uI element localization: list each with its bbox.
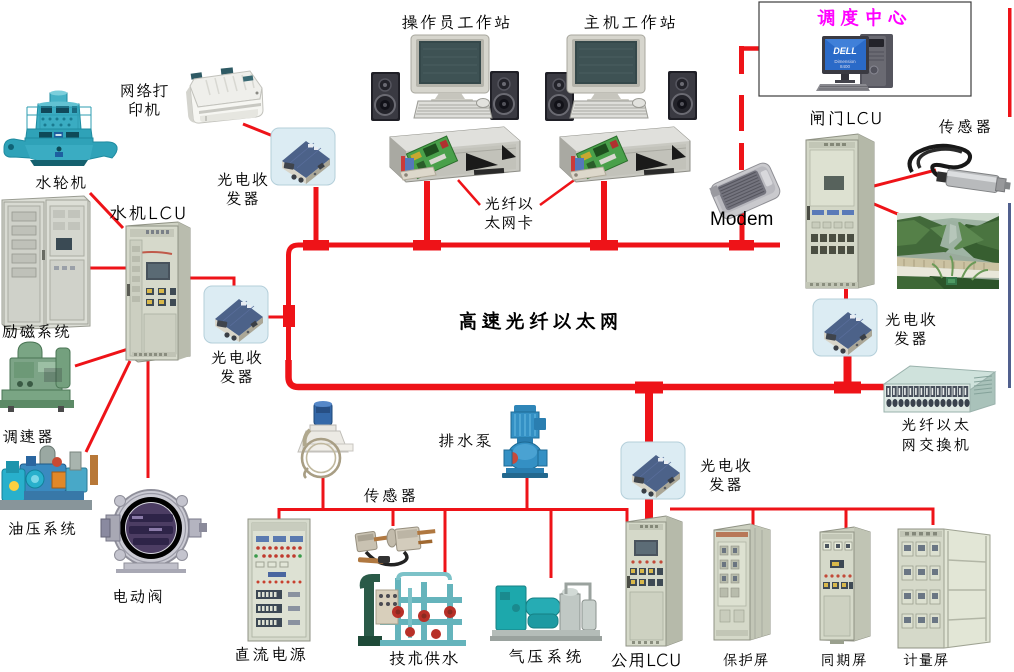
svg-text:8400: 8400 (840, 64, 851, 69)
svg-text:DELL: DELL (833, 46, 857, 56)
svg-text:Dimension: Dimension (834, 59, 856, 64)
